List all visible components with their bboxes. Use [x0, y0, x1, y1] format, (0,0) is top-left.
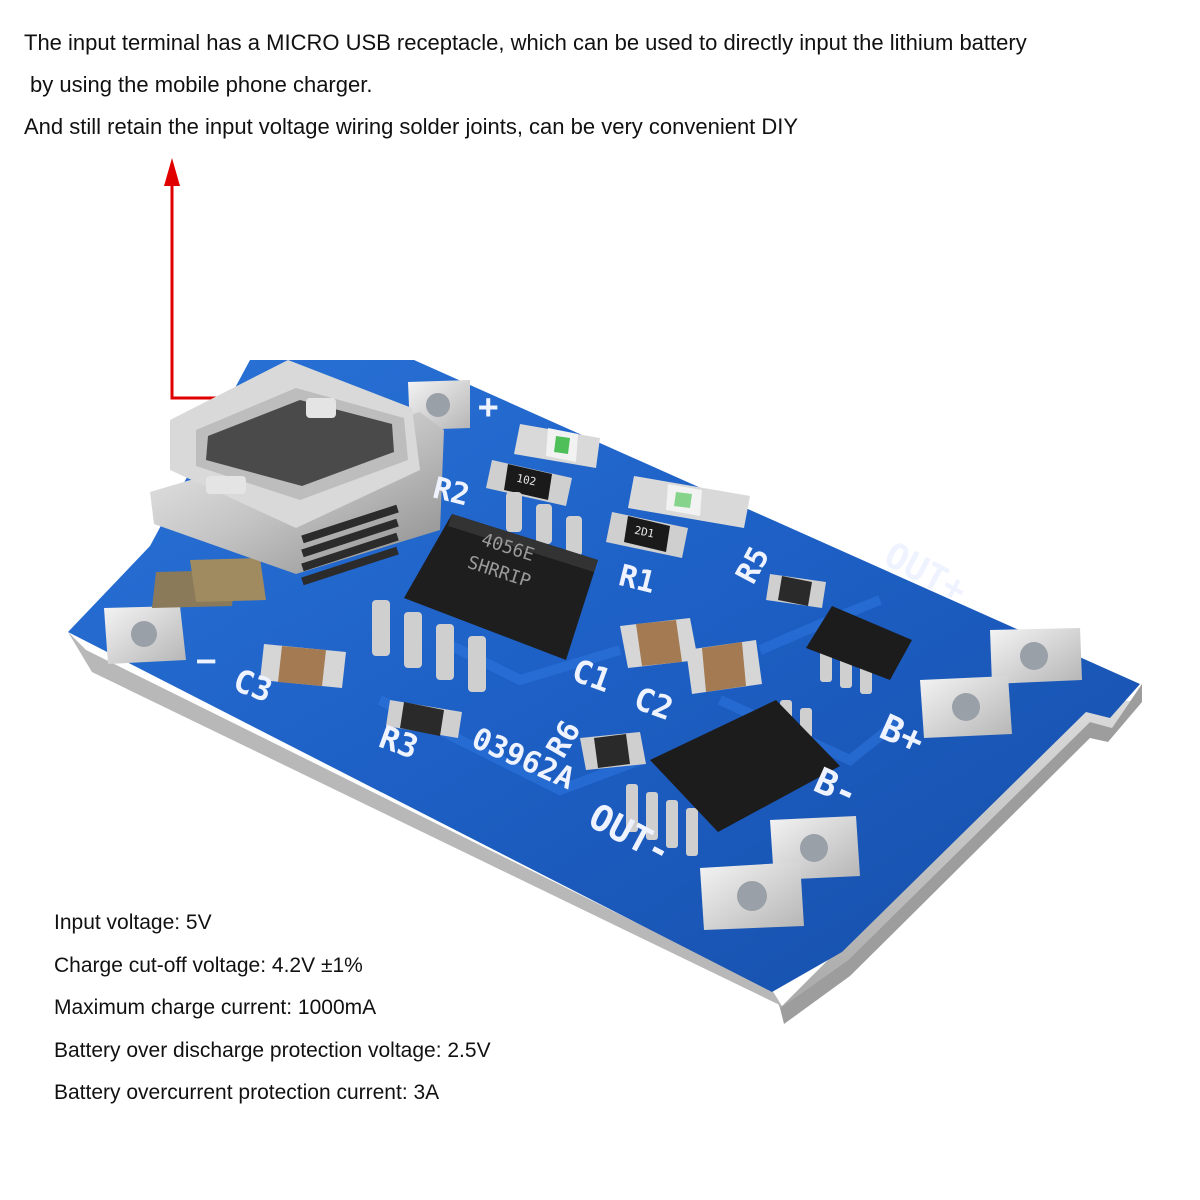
- label-plus: +: [478, 387, 498, 427]
- spec-list: Input voltage: 5V Charge cut-off voltage…: [54, 902, 754, 1115]
- spec-overcurrent: Battery overcurrent protection current: …: [54, 1081, 440, 1104]
- description-line-1: The input terminal has a MICRO USB recep…: [24, 30, 1027, 55]
- resistor-r3: [386, 700, 462, 738]
- arrow-up-icon: [164, 158, 225, 400]
- capacitor-c3: [260, 644, 346, 688]
- resistor-r5: [766, 574, 826, 608]
- solder-pad-minus: [104, 606, 186, 664]
- micro-usb-receptacle: [150, 360, 444, 608]
- resistor-r6: [580, 732, 646, 770]
- spec-over-discharge: Battery over discharge protection voltag…: [54, 1038, 491, 1062]
- solder-pad-out-plus: [990, 628, 1082, 684]
- spec-max-current: Maximum charge current: 1000mA: [54, 996, 377, 1019]
- label-r2: R2: [429, 471, 473, 514]
- led-standby: [628, 476, 750, 528]
- charger-ic: 4056E SHRRIP: [372, 492, 598, 692]
- description-text: The input terminal has a MICRO USB recep…: [24, 22, 1184, 148]
- description-line-2: by using the mobile phone charger.: [30, 72, 373, 97]
- label-r1: R1: [615, 558, 659, 601]
- label-minus: −: [196, 641, 216, 681]
- led-charging: [514, 424, 600, 468]
- resistor-r1: 2D1: [606, 512, 688, 558]
- resistor-r2: 102: [486, 460, 572, 506]
- pcb-edge: [68, 632, 1142, 1024]
- spec-input-voltage: Input voltage: 5V: [54, 911, 212, 934]
- capacitor-c1: [620, 618, 698, 668]
- r2-code: 102: [515, 472, 537, 489]
- spec-cutoff-voltage: Charge cut-off voltage: 4.2V ±1%: [54, 953, 363, 977]
- capacitor-c2: [686, 640, 762, 694]
- protection-ic: [806, 606, 912, 694]
- solder-pad-b-plus: [920, 676, 1012, 738]
- solder-pad-out-minus: [700, 862, 804, 930]
- description-line-3: And still retain the input voltage wirin…: [24, 114, 799, 139]
- r1-code: 2D1: [633, 524, 655, 541]
- mosfet-ic: [626, 700, 840, 856]
